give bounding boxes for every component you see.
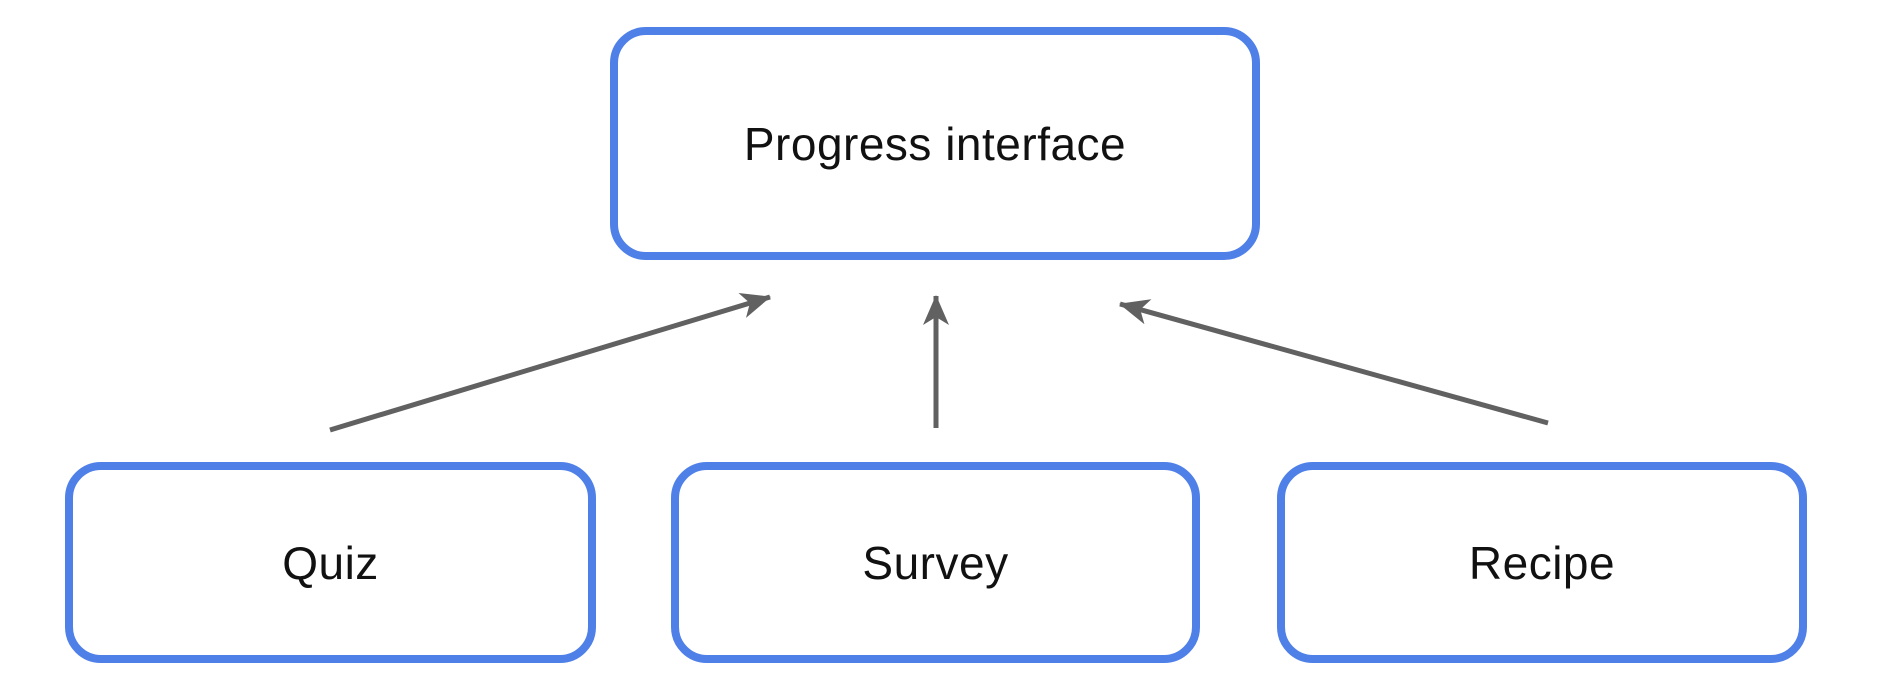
node-survey: Survey	[671, 462, 1200, 663]
arrow-quiz-to-progress-interface	[329, 292, 771, 433]
node-progress-interface: Progress interface	[610, 27, 1260, 260]
node-quiz: Quiz	[65, 462, 596, 663]
node-label-survey: Survey	[862, 536, 1009, 589]
node-label-progress-interface: Progress interface	[743, 117, 1127, 170]
node-label-recipe: Recipe	[1468, 536, 1616, 589]
arrow-recipe-to-progress-interface	[1119, 299, 1549, 426]
node-recipe: Recipe	[1277, 462, 1807, 663]
node-label-quiz: Quiz	[282, 536, 379, 589]
